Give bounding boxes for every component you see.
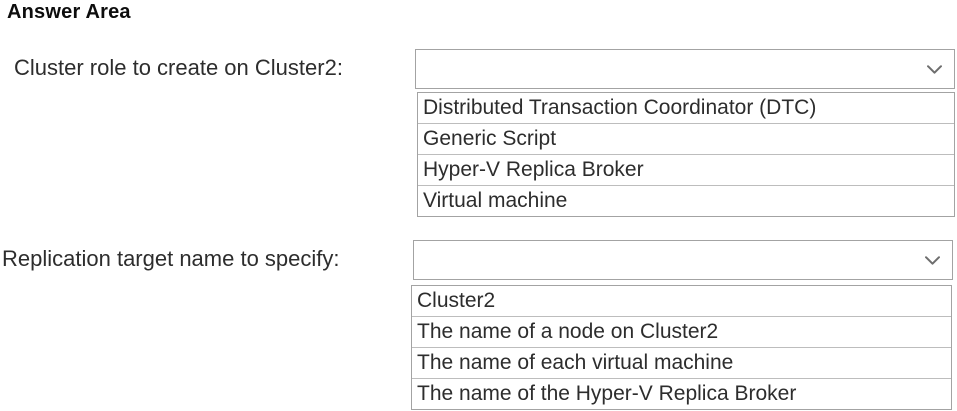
option-hyperv-replica-broker[interactable]: Hyper-V Replica Broker bbox=[418, 154, 954, 185]
cluster-role-options-list: Distributed Transaction Coordinator (DTC… bbox=[417, 92, 955, 217]
option-generic-script[interactable]: Generic Script bbox=[418, 123, 954, 154]
option-node-on-cluster2[interactable]: The name of a node on Cluster2 bbox=[412, 316, 951, 347]
chevron-down-icon bbox=[925, 256, 940, 265]
page-title: Answer Area bbox=[7, 1, 131, 23]
cluster-role-dropdown[interactable] bbox=[415, 49, 955, 89]
option-dtc[interactable]: Distributed Transaction Coordinator (DTC… bbox=[418, 93, 954, 123]
option-virtual-machine[interactable]: Virtual machine bbox=[418, 185, 954, 216]
option-hyperv-replica-broker-name[interactable]: The name of the Hyper-V Replica Broker bbox=[412, 378, 951, 409]
chevron-down-icon bbox=[927, 65, 942, 74]
replication-target-options-list: Cluster2 The name of a node on Cluster2 … bbox=[411, 285, 952, 410]
option-each-virtual-machine[interactable]: The name of each virtual machine bbox=[412, 347, 951, 378]
option-cluster2[interactable]: Cluster2 bbox=[412, 286, 951, 316]
replication-target-label: Replication target name to specify: bbox=[2, 246, 340, 271]
replication-target-dropdown[interactable] bbox=[413, 240, 953, 280]
cluster-role-label: Cluster role to create on Cluster2: bbox=[14, 55, 343, 80]
